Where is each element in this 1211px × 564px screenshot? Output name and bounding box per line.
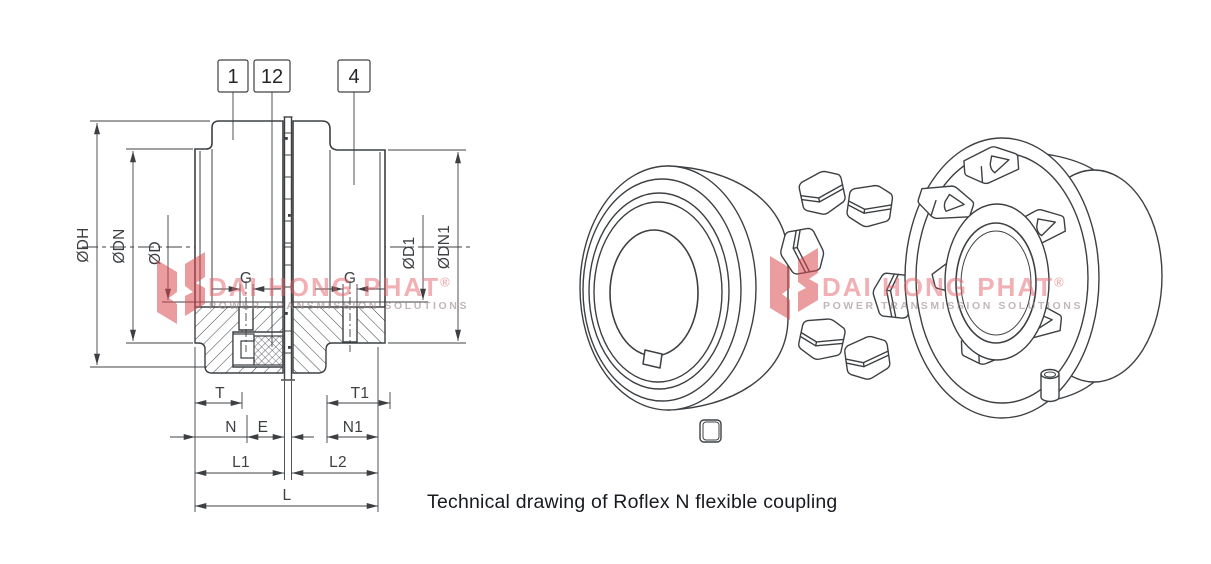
- dim-label-t: T: [215, 385, 225, 402]
- retainer-bracket: [232, 333, 255, 366]
- dim-label-t1: T1: [351, 385, 370, 402]
- dim-label-dh: ØDH: [75, 227, 92, 262]
- center-element: [281, 116, 295, 381]
- dim-label-dn1: ØDN1: [436, 225, 453, 269]
- dimension-lines: [90, 120, 466, 512]
- drum-hub-3d: [579, 165, 789, 411]
- dim-label-d1: ØD1: [401, 237, 418, 270]
- dim-label-e: E: [258, 419, 269, 436]
- dim-label-l1: L1: [232, 454, 250, 471]
- callout-box-1: [217, 59, 249, 93]
- dim-label-l2: L2: [329, 454, 347, 471]
- callouts: 1 12 4: [217, 59, 371, 347]
- caption: Technical drawing of Roflex N flexible c…: [427, 491, 838, 513]
- dim-label-n: N: [225, 419, 237, 436]
- keyway-centerlines: [245, 281, 351, 352]
- rubber-blocks-3d: [776, 167, 918, 383]
- dimension-labels: ØDH ØDN ØD ØD1 ØDN1 G G T T1 N E N1 L1 L…: [75, 225, 453, 504]
- callout-box-4: [337, 59, 371, 93]
- callout-label-element: 12: [261, 66, 283, 88]
- rubber-element-section: [253, 335, 284, 366]
- callout-box-12: [253, 59, 291, 93]
- dim-label-g-right: G: [344, 270, 356, 287]
- cross-section-view: ØDH ØDN ØD ØD1 ØDN1 G G T T1 N E N1 L1 L…: [75, 59, 472, 512]
- callout-label-hub1: 1: [227, 66, 238, 88]
- jaw-hub-3d: [904, 137, 1163, 419]
- pin-3d: [1040, 368, 1060, 403]
- exploded-view: [579, 137, 1163, 443]
- dim-label-d: ØD: [147, 241, 164, 265]
- dim-label-l: L: [283, 487, 292, 504]
- key-3d: [699, 419, 722, 443]
- callout-label-hub2: 4: [348, 66, 359, 88]
- hub2-section-hatch: [292, 306, 386, 374]
- dim-label-n1: N1: [343, 419, 363, 436]
- hub2-outline: [292, 120, 386, 307]
- dim-label-g-left: G: [240, 270, 252, 287]
- dim-label-dn: ØDN: [111, 228, 128, 263]
- hub1-outline: [194, 120, 284, 307]
